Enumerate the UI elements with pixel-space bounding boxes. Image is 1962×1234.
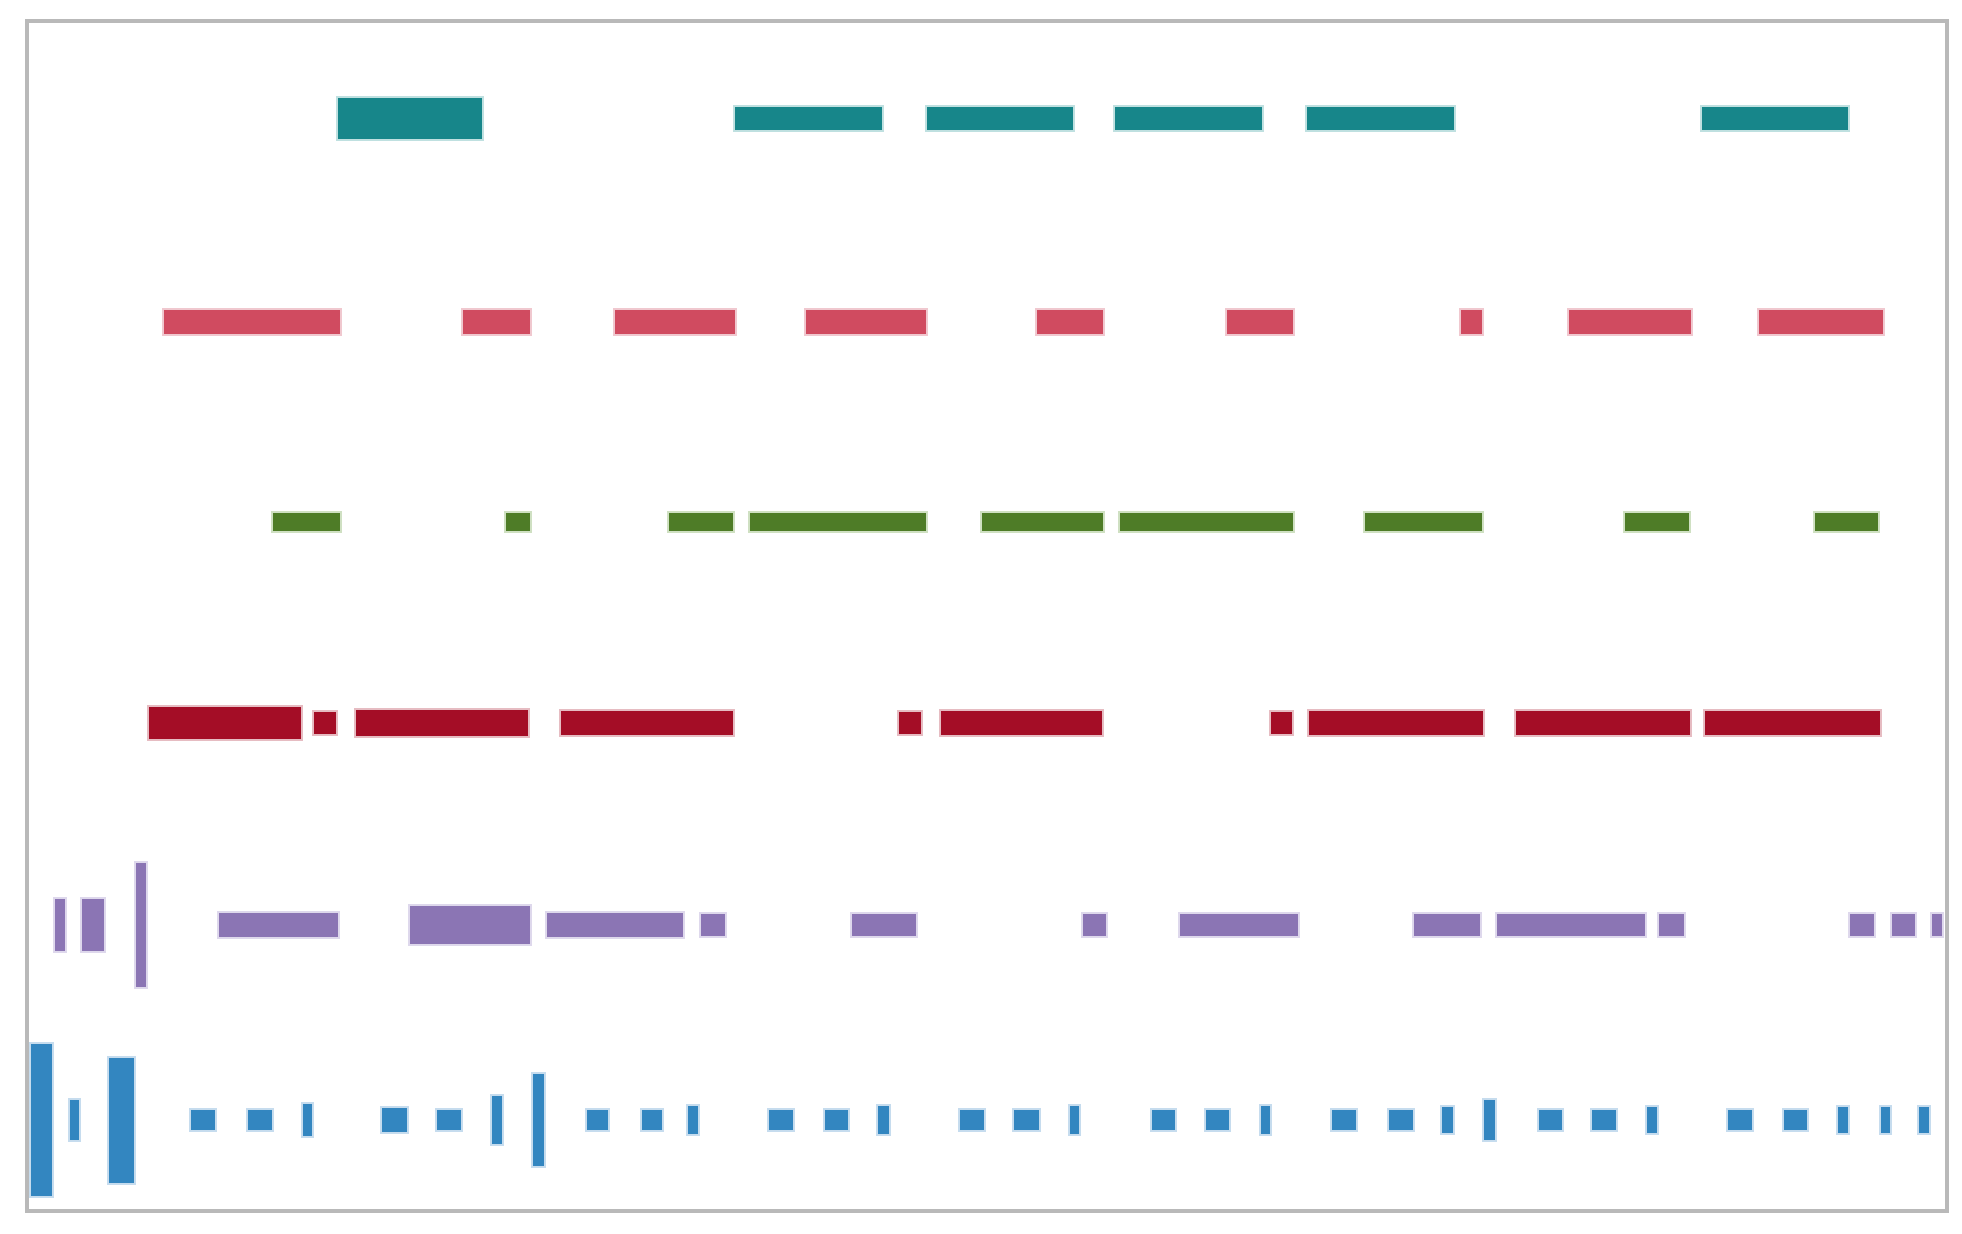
note-bar-track-6-blue-12: [686, 1104, 700, 1136]
note-bar-track-2-red-5: [1225, 308, 1295, 336]
note-bar-track-4-darkred-3: [559, 709, 735, 737]
note-bar-track-6-blue-29: [1726, 1108, 1754, 1132]
note-bar-track-6-blue-9: [531, 1072, 546, 1168]
note-bar-track-6-blue-8: [490, 1094, 504, 1146]
note-bar-track-6-blue-25: [1482, 1098, 1497, 1142]
note-bar-track-2-red-3: [804, 308, 928, 336]
note-bar-track-6-blue-21: [1259, 1104, 1272, 1136]
note-bar-track-2-red-0: [162, 308, 342, 336]
note-bar-track-6-blue-19: [1150, 1108, 1177, 1132]
note-bar-track-6-blue-0: [29, 1042, 54, 1198]
note-bar-track-5-purple-10: [1412, 912, 1482, 938]
note-bar-track-5-purple-4: [408, 904, 532, 946]
note-bar-track-5-purple-12: [1657, 912, 1686, 938]
note-bar-track-6-blue-23: [1387, 1108, 1415, 1132]
note-bar-track-5-purple-6: [699, 912, 727, 938]
note-bar-track-6-blue-28: [1645, 1105, 1659, 1135]
note-bar-track-4-darkred-7: [1307, 709, 1485, 737]
note-bar-track-6-blue-2: [107, 1055, 136, 1185]
note-bar-track-5-purple-7: [850, 912, 918, 938]
note-bar-track-6-blue-6: [380, 1106, 409, 1134]
note-bar-track-6-blue-32: [1879, 1105, 1892, 1135]
note-bar-track-3-green-8: [1813, 511, 1880, 533]
note-bar-track-4-darkred-9: [1703, 709, 1882, 737]
note-bar-track-3-green-6: [1363, 511, 1484, 533]
note-bar-track-1-teal-2: [925, 104, 1075, 132]
note-bar-track-6-blue-20: [1204, 1108, 1231, 1132]
note-bar-track-6-blue-27: [1590, 1108, 1618, 1132]
note-bar-track-4-darkred-1: [312, 710, 338, 736]
note-bar-track-4-darkred-2: [354, 708, 530, 738]
note-bar-track-2-red-7: [1567, 308, 1693, 336]
note-bar-track-2-red-1: [461, 308, 532, 336]
note-bar-track-1-teal-0: [336, 95, 484, 141]
note-bar-track-6-blue-31: [1836, 1105, 1850, 1135]
note-bar-track-2-red-2: [613, 308, 737, 336]
note-bar-track-4-darkred-8: [1514, 709, 1692, 737]
note-bar-track-6-blue-4: [246, 1108, 274, 1132]
note-bar-track-5-purple-0: [53, 897, 67, 953]
note-bar-track-6-blue-14: [823, 1108, 850, 1132]
note-bar-track-4-darkred-0: [147, 705, 303, 741]
note-bar-track-5-purple-11: [1495, 912, 1647, 938]
note-bar-track-6-blue-10: [585, 1108, 610, 1132]
note-bar-track-5-purple-13: [1848, 912, 1876, 938]
note-bar-track-2-red-4: [1035, 308, 1105, 336]
note-bar-track-6-blue-5: [301, 1102, 314, 1138]
note-bar-track-4-darkred-4: [897, 710, 923, 736]
note-bar-track-5-purple-8: [1081, 912, 1108, 938]
note-bar-track-6-blue-33: [1917, 1105, 1931, 1135]
note-bar-track-3-green-0: [271, 511, 342, 533]
note-bar-track-6-blue-30: [1782, 1108, 1809, 1132]
note-bar-track-6-blue-26: [1537, 1108, 1564, 1132]
note-bar-track-5-purple-9: [1178, 912, 1300, 938]
note-bar-track-2-red-6: [1459, 308, 1484, 336]
note-bar-track-6-blue-7: [435, 1108, 463, 1132]
note-bar-track-6-blue-16: [958, 1108, 986, 1132]
note-bar-track-6-blue-15: [876, 1104, 891, 1136]
note-bar-track-1-teal-1: [733, 104, 884, 132]
note-bar-track-3-green-7: [1623, 511, 1691, 533]
note-bar-track-3-green-4: [980, 511, 1105, 533]
note-bar-track-5-purple-3: [217, 911, 340, 939]
note-bar-track-3-green-5: [1118, 511, 1295, 533]
note-bar-track-1-teal-5: [1700, 104, 1850, 132]
note-bar-track-6-blue-17: [1012, 1108, 1041, 1132]
note-bar-track-6-blue-18: [1068, 1104, 1081, 1136]
note-bar-track-5-purple-1: [80, 897, 106, 953]
note-bar-track-1-teal-3: [1113, 104, 1264, 132]
note-bar-track-6-blue-22: [1330, 1108, 1358, 1132]
note-bar-track-1-teal-4: [1305, 104, 1456, 132]
note-bar-track-5-purple-14: [1890, 912, 1917, 938]
note-bar-track-4-darkred-5: [939, 709, 1104, 737]
note-bar-track-6-blue-11: [640, 1108, 664, 1132]
note-bar-track-3-green-1: [504, 511, 532, 533]
note-bar-track-6-blue-13: [767, 1108, 795, 1132]
note-bar-track-5-purple-15: [1930, 912, 1944, 938]
note-bar-track-6-blue-24: [1440, 1105, 1455, 1135]
note-bar-track-5-purple-2: [134, 861, 148, 989]
note-bar-track-2-red-8: [1757, 308, 1885, 336]
note-bar-track-6-blue-1: [68, 1098, 81, 1142]
note-bar-track-5-purple-5: [545, 911, 685, 939]
note-bar-track-3-green-3: [748, 511, 928, 533]
plot-frame: [25, 19, 1949, 1213]
note-bar-track-3-green-2: [667, 511, 735, 533]
note-bar-track-6-blue-3: [189, 1108, 217, 1132]
note-bar-track-4-darkred-6: [1269, 710, 1294, 736]
